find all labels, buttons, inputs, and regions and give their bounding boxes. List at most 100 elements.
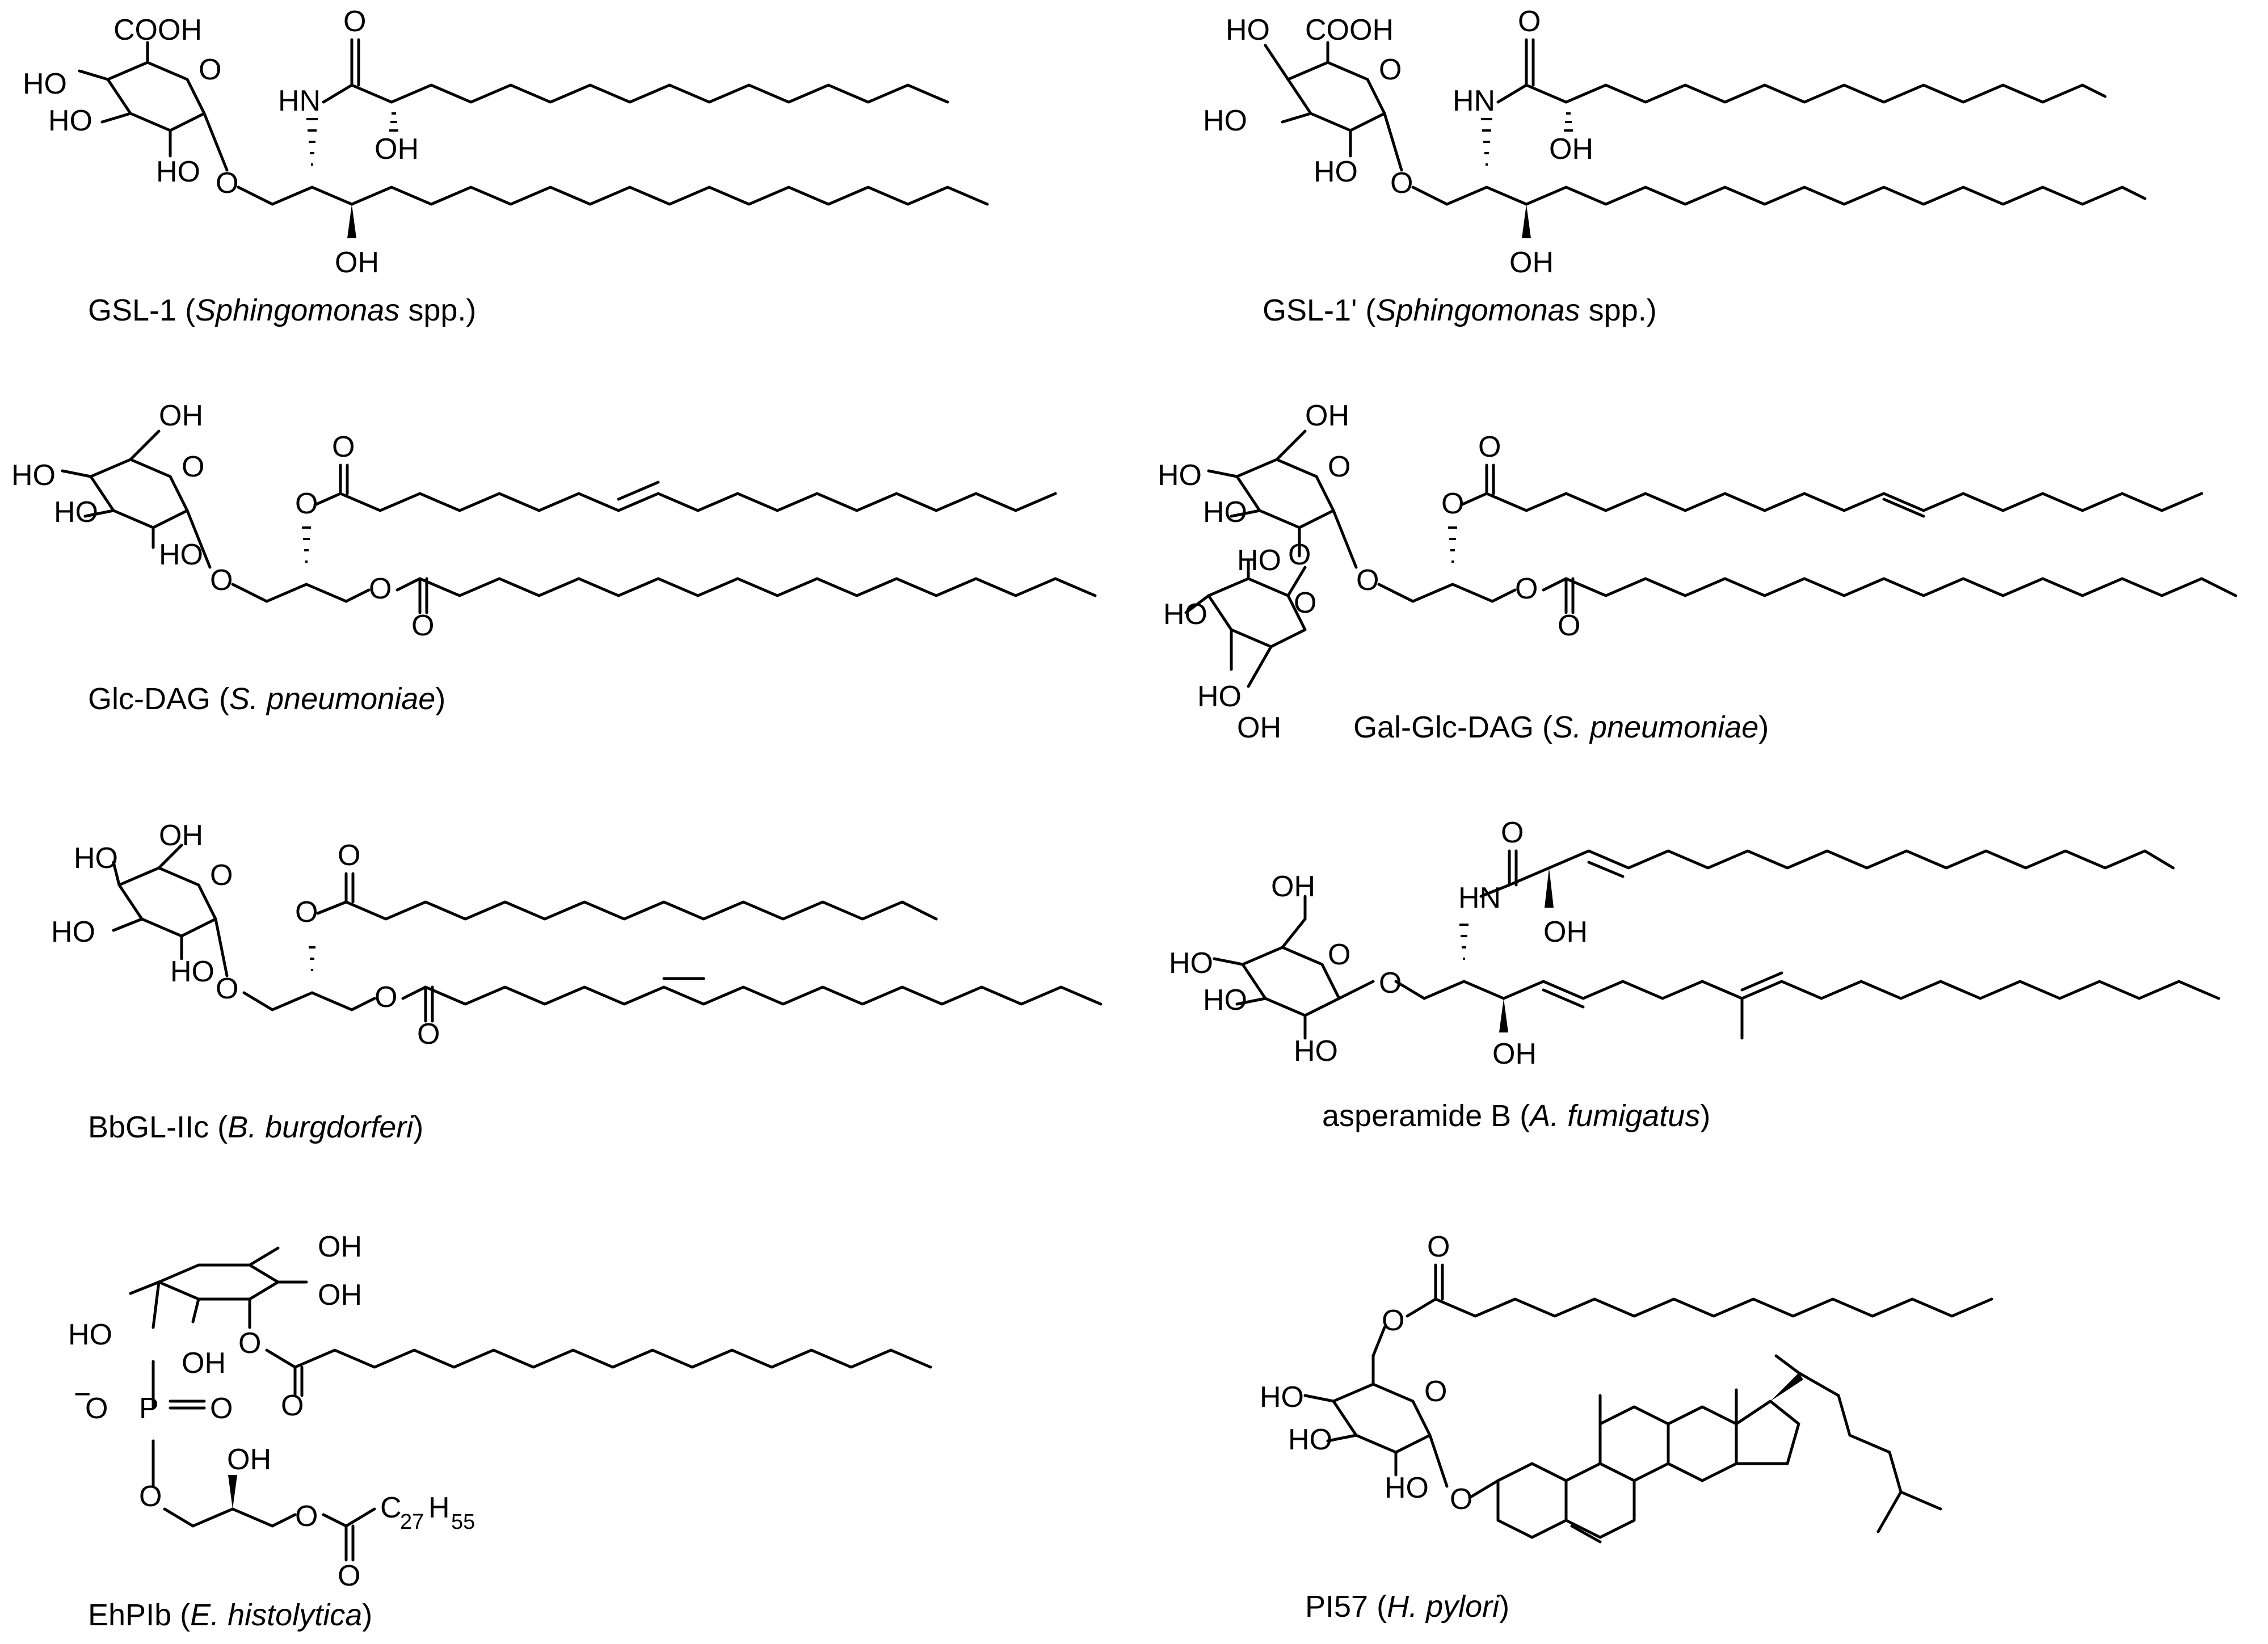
atom-label: O [1288, 538, 1311, 571]
atom-label: O [210, 859, 233, 892]
atom-label: C [380, 1491, 402, 1524]
atom-label: HN [278, 85, 321, 117]
atom-label: O [1427, 1230, 1450, 1263]
caption-gsl1: GSL-1 (Sphingomonas spp.) [88, 293, 477, 327]
atom-label: OH [1509, 246, 1554, 279]
atom-label: HO [51, 916, 95, 949]
atom-label: O [295, 487, 318, 520]
atom-label: COOH [1305, 14, 1394, 47]
atom-label: HO [156, 155, 200, 188]
atom-label: H [428, 1491, 450, 1524]
atom-label: O [411, 609, 434, 642]
atom-label: O [210, 564, 233, 597]
atom-label: O [1328, 450, 1350, 483]
atom-label: HO [1203, 984, 1247, 1017]
atom-label: HO [74, 842, 118, 875]
atom-label: O [1390, 167, 1413, 200]
atom-label: HO [159, 538, 203, 571]
atom-label: O [210, 1392, 233, 1425]
atom-label: HO [1314, 155, 1358, 188]
atom-label: O [1441, 487, 1464, 520]
atom-label: OH [1549, 133, 1593, 166]
atom-label: OH [375, 133, 419, 166]
atom-label: HO [1169, 947, 1213, 980]
caption-bbgl-iic: BbGL-IIc (B. burgdorferi) [88, 1110, 424, 1144]
caption-ehpib: EhPIb (E. histolytica) [88, 1598, 373, 1632]
atom-label: OH [335, 246, 379, 279]
atom-label: HO [1163, 598, 1207, 631]
atom-label: HO [1203, 496, 1247, 529]
atom-label: O [1379, 967, 1402, 1000]
structure-ehpib: OH OH HO OH O − O P O O OH O O O C 27 H … [68, 1230, 932, 1592]
atom-label: OH [1492, 1038, 1537, 1070]
atom-label: O [139, 1480, 162, 1513]
atom-label: O [1515, 572, 1538, 605]
atom-label: O [1382, 1304, 1404, 1337]
structure-glc-dag: OH HO HO HO O O O O O O [11, 399, 1097, 642]
structure-gal-glc-dag: OH HO HO O O O HO HO O HO OH O O O O [1158, 399, 2237, 744]
atom-label: O [417, 1018, 440, 1051]
atom-label: HO [1294, 1035, 1338, 1068]
atom-label: OH [1305, 399, 1349, 432]
atom-label: O [1356, 564, 1379, 597]
atom-label: O [1294, 587, 1316, 619]
atom-label: HO [170, 955, 214, 988]
atom-label: OH [1543, 916, 1588, 949]
atom-label: − [74, 1378, 91, 1411]
atom-label: O [338, 839, 360, 872]
structure-gsl1: COOH HO HO HO O O HN O OH OH [23, 5, 989, 279]
atom-label: O [1450, 1483, 1472, 1516]
atom-label: 55 [451, 1510, 475, 1534]
caption-asperamide-b: asperamide B (A. fumigatus) [1322, 1099, 1711, 1133]
atom-label: O [216, 972, 238, 1005]
atom-label: HO [1197, 680, 1242, 713]
atom-label: O [343, 5, 366, 38]
atom-label: OH [318, 1279, 362, 1312]
atom-label: HN [1453, 85, 1495, 117]
atom-label: O [1478, 431, 1501, 463]
atom-label: O [332, 431, 355, 463]
atom-label: O [295, 1500, 318, 1533]
atom-label: HN [1458, 882, 1501, 914]
atom-label: P [139, 1392, 159, 1425]
atom-label: HO [1385, 1472, 1429, 1504]
atom-label: HO [11, 459, 56, 492]
atom-label: OH [1237, 711, 1281, 744]
atom-label: O [1518, 5, 1541, 38]
atom-label: OH [1271, 870, 1315, 903]
atom-label: O [295, 896, 318, 929]
atom-label: O [85, 1392, 108, 1425]
atom-label: O [199, 53, 221, 86]
atom-label: HO [1226, 14, 1270, 47]
atom-label: O [338, 1559, 360, 1592]
caption-glc-dag: Glc-DAG (S. pneumoniae) [88, 682, 446, 716]
atom-label: O [1424, 1375, 1447, 1408]
atom-label: O [1501, 816, 1524, 849]
caption-pi57: PI57 (H. pylori) [1305, 1590, 1510, 1624]
structure-bbgl-iic: HO OH HO HO O O O O O O [51, 819, 1103, 1051]
atom-label: HO [54, 496, 98, 529]
atom-label: HO [1260, 1381, 1304, 1414]
atom-label: HO [1288, 1423, 1332, 1456]
atom-label: O [1328, 938, 1350, 971]
atom-label: HO [1203, 104, 1247, 137]
atom-label: O [375, 981, 397, 1014]
atom-label: OH [159, 819, 203, 852]
atom-label: HO [23, 68, 67, 100]
atom-label: OH [227, 1443, 271, 1476]
atom-label: HO [48, 104, 92, 137]
atom-label: O [281, 1389, 304, 1422]
atom-label: O [216, 167, 238, 200]
atom-label: HO [1237, 544, 1281, 577]
atom-label: O [238, 1327, 261, 1360]
atom-label: COOH [113, 14, 202, 47]
atom-label: HO [1158, 459, 1202, 492]
atom-label: OH [159, 399, 203, 432]
atom-label: O [182, 450, 204, 483]
atom-label: OH [318, 1230, 362, 1263]
atom-label: OH [182, 1347, 226, 1380]
structure-asperamide-b: OH HO HO HO O O HN O OH OH [1169, 816, 2220, 1070]
structure-gsl1-prime: HO COOH HO HO O O HN O OH OH [1203, 5, 2147, 279]
atom-label: O [1558, 609, 1580, 642]
